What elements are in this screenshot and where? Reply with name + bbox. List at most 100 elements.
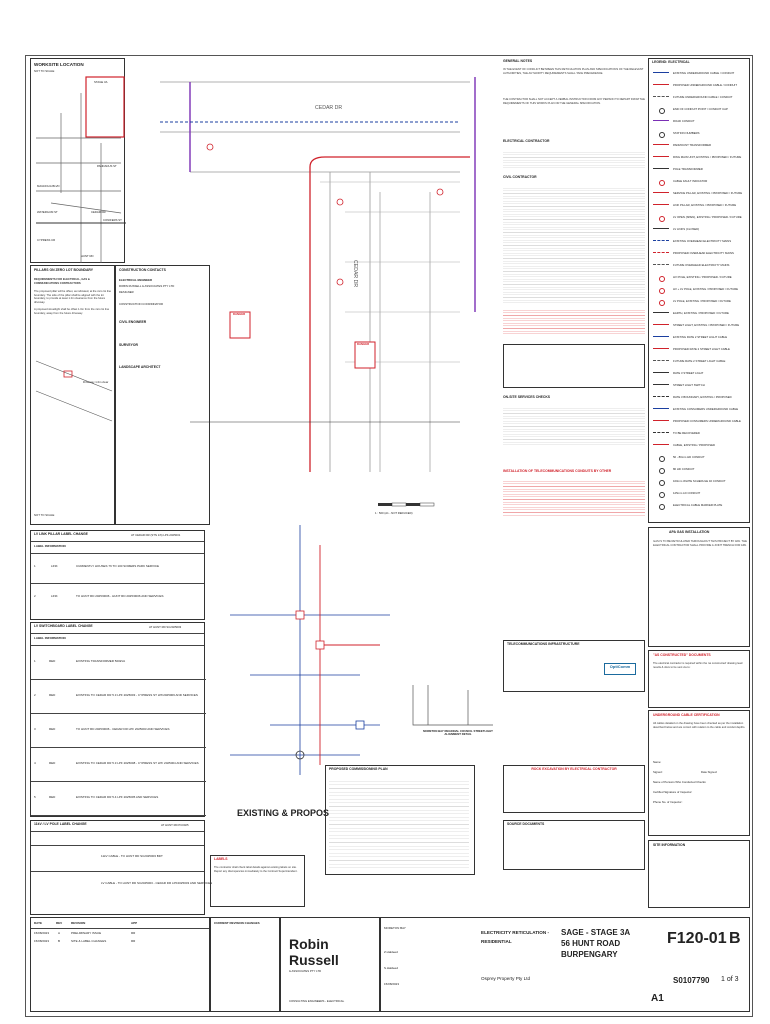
legend-item-label: CABLE FAULT INDICATOR bbox=[673, 179, 708, 183]
row-colour: RED bbox=[49, 761, 56, 765]
legend-item-label: EXISTING RATE 2 STREET LIGHT CABLE bbox=[673, 335, 728, 339]
legend-symbol-icon bbox=[653, 252, 669, 256]
legend-item: SERVICE PILLAR, EXISTING / PROPOSED / FU… bbox=[649, 189, 770, 199]
legend-item: LV LINKS (CLOSED) bbox=[649, 225, 770, 235]
tb-location-b: 56 HUNT ROAD bbox=[561, 939, 621, 948]
labels-note-body: The contractor shall check label details… bbox=[214, 866, 298, 873]
as-constructed-panel: "AS CONSTRUCTED" DOCUMENTS The electrica… bbox=[648, 650, 750, 708]
lv-link-row1-info: CURRENTLY HOUSES 76 TO 100 SOMERS PARK S… bbox=[76, 564, 160, 568]
site-plan bbox=[160, 77, 476, 472]
legend-item: HV + LV POLE, EXISTING / PROPOSED / FUTU… bbox=[649, 285, 770, 295]
firm-name-1: Robin bbox=[289, 936, 329, 952]
legend-item-label: FUTURE OVERHEAD ELECTRICITY MAINS bbox=[673, 263, 730, 267]
tb-location-c: BURPENGARY bbox=[561, 950, 618, 959]
legend-item: CABLE FAULT INDICATOR bbox=[649, 177, 770, 187]
tb-sheet-of: 1 of 3 bbox=[721, 976, 739, 983]
source-panel: SOURCE DOCUMENTS bbox=[503, 820, 645, 870]
firm-block: Robin Russell & ASSOCIATES PTY LTD CONSU… bbox=[280, 917, 380, 1012]
commissioning-title: PROPOSED COMMISSIONING PLAN bbox=[329, 767, 388, 771]
apa-panel: APA GAS INSTALLATION GAS IS TO BE RETICU… bbox=[648, 527, 750, 647]
pillars-body: The proposed pillar will be offset, as i… bbox=[34, 290, 112, 304]
rev-col-revision: REVISION bbox=[71, 921, 86, 925]
lv-link-col-info: LABEL INFORMATION bbox=[34, 544, 66, 548]
tb-revision: B bbox=[729, 930, 741, 947]
legend-item: PROPOSED RATE 2 STREET LIGHT CABLE bbox=[649, 345, 770, 355]
legend-item-label: RATE 3 BOUNDARY, EXISTING / PROPOSED bbox=[673, 395, 732, 399]
telecom-infra-title: TELECOMMUNICATIONS INFRASTRUCTURE bbox=[507, 642, 580, 646]
section-telecom-install: INSTALLATION OF TELECOMMUNICATIONS CONDU… bbox=[503, 469, 612, 473]
contacts-surveyor: SURVEYOR bbox=[119, 343, 138, 347]
legend-symbol-icon bbox=[659, 468, 665, 474]
lv-pole-panel: 11kV / LV POLE LABEL CHANGE AT HUNT RD P… bbox=[30, 820, 212, 915]
telecom-infra-panel: TELECOMMUNICATIONS INFRASTRUCTURE OptiCo… bbox=[503, 640, 645, 692]
legend-item-label: HV + LV POLE, EXISTING / PROPOSED / FUTU… bbox=[673, 287, 738, 291]
section-civil: CIVIL CONTRACTOR bbox=[503, 175, 537, 179]
pillars-title: PILLARS ON ZERO LOT BOUNDARY bbox=[34, 268, 94, 272]
pillar-detail-sketch bbox=[35, 360, 113, 422]
legend-item: POLE TRANSFORMER bbox=[649, 165, 770, 175]
worksite-street-cypress: CYPRESS CR bbox=[37, 238, 56, 242]
tb-council: MORETON BAY bbox=[384, 926, 406, 930]
row-info: EXISTING TO CEDAR DR 5.3 LPF 2025003 - C… bbox=[76, 693, 198, 697]
civil-red-text bbox=[503, 308, 645, 334]
as-constructed-title: "AS CONSTRUCTED" DOCUMENTS bbox=[653, 653, 711, 657]
legend-symbol-icon bbox=[653, 384, 669, 388]
legend-symbol-icon bbox=[659, 456, 665, 462]
tb-job: S0107790 bbox=[673, 976, 710, 985]
pillars-req-title: REQUIREMENTS FOR ELECTRICAL, GAS & COMMU… bbox=[34, 278, 90, 285]
tb-designed: Z.Haldeed bbox=[384, 950, 398, 954]
danger-label-1: DANGER bbox=[233, 312, 246, 316]
legend-symbol-icon bbox=[653, 336, 669, 340]
opticomm-logo: OptiComm bbox=[604, 663, 636, 675]
legend-item-label: 50 - 80mm HD CONDUIT bbox=[673, 455, 705, 459]
legend-item-label: STATION NUMBERS bbox=[673, 131, 700, 135]
lv-link-row2-info: TO HUNT RD 2025/0006 - HUNT RD 2025/0006… bbox=[76, 594, 164, 598]
rev-col-rev: REV bbox=[56, 921, 63, 925]
sheet-border bbox=[25, 55, 753, 1017]
lv-link-panel: LV LINK PILLAR LABEL CHANGE AT CEDAR DR … bbox=[30, 530, 205, 620]
worksite-location-panel: WORKSITE LOCATION NOT TO SCALE STAGE 3A … bbox=[30, 58, 126, 263]
commissioning-panel: PROPOSED COMMISSIONING PLAN bbox=[325, 765, 475, 875]
electrical-text-block bbox=[503, 150, 645, 170]
row-info: EXISTING TO CEDAR DR 5.3 LPF 2025008 - C… bbox=[76, 761, 199, 765]
legend-item: EXISTING RATE 2 STREET LIGHT CABLE bbox=[649, 333, 770, 343]
lv-switch-panel: LV SWITCHBOARD LABEL CHANGE AT HUNT RD S… bbox=[30, 622, 206, 817]
legend-item: 100mm WHITE SCHEDULE 40 CONDUIT bbox=[649, 477, 770, 487]
certification-title: UNDERGROUND CABLE CERTIFICATION bbox=[653, 713, 720, 717]
site-info-panel: SITE INFORMATION bbox=[648, 840, 750, 908]
rev-row1-date: 15/08/2023 bbox=[34, 931, 50, 935]
row-colour: RED bbox=[49, 727, 56, 731]
legend-item-label: FUTURE RATE 2 STREET LIGHT CABLE bbox=[673, 359, 726, 363]
tb-sheet: A1 bbox=[651, 993, 664, 1004]
legend-item-label: SERVICE PILLAR, EXISTING / PROPOSED / FU… bbox=[673, 191, 743, 195]
contacts-landscape: LANDSCAPE ARCHITECT bbox=[119, 365, 161, 369]
cert-field-inspector: Certified Signature of Inspector: bbox=[653, 790, 693, 794]
rev-row2-rev: B bbox=[58, 939, 61, 943]
lv-link-row1-colour: LINK bbox=[51, 564, 58, 568]
legend-item-label: EXISTING CONSUMERS UNDERGROUND CABLE bbox=[673, 407, 739, 411]
lv-link-row1-id: 1 bbox=[34, 564, 36, 568]
legend-item-label: PROPOSED CONSUMERS UNDERGROUND CABLE bbox=[673, 419, 741, 423]
legend-item-label: LV OPEN (SPEN), EXISTING / PROPOSED / FU… bbox=[673, 215, 742, 219]
pillars-driveway: Driveway 1.0m clear bbox=[83, 380, 109, 384]
legend-item: EXISTING UNDERGROUND CABLE / CONDUIT bbox=[649, 69, 770, 79]
legend-item-label: EXISTING OVERHEAD ELECTRICITY MAINS bbox=[673, 239, 732, 243]
section-electrical: ELECTRICAL CONTRACTOR bbox=[503, 139, 550, 143]
legend-item: HV POLE, EXISTING / PROPOSED / FUTURE bbox=[649, 273, 770, 283]
legend-symbol-icon bbox=[659, 216, 665, 222]
legend-item-label: 100mm WHITE SCHEDULE 40 CONDUIT bbox=[673, 479, 726, 483]
lv-link-at: AT CEDAR DR (STN 1/6) LPF-2025001 bbox=[131, 533, 181, 537]
legend-item-label: RING MAIN UNIT, EXISTING / PROPOSED / FU… bbox=[673, 155, 742, 159]
legend-item: LV POLE, EXISTING / PROPOSED / FUTURE bbox=[649, 297, 770, 307]
schematic-title: EXISTING & PROPOSED LV SCHEMATIC bbox=[237, 808, 411, 818]
legend-item: STREET LIGHT, EXISTING / PROPOSED / FUTU… bbox=[649, 321, 770, 331]
row-id: 3 bbox=[34, 727, 36, 731]
contacts-coordinator: CONSTRUCTION COORDINATOR bbox=[119, 302, 164, 306]
legend-item: RATE 3 STREET LIGHT bbox=[649, 369, 770, 379]
pillars-panel: PILLARS ON ZERO LOT BOUNDARY REQUIREMENT… bbox=[30, 265, 115, 525]
scale-label: 1 : 500 (A1 - NOT REDUCED) bbox=[375, 511, 413, 515]
source-title: SOURCE DOCUMENTS bbox=[507, 822, 545, 826]
danger-label-2: DANGER bbox=[357, 342, 370, 346]
row-id: 4 bbox=[34, 761, 36, 765]
general-notes-p1: IN THE EVENT OF CONFLICT BETWEEN THIS RE… bbox=[503, 68, 644, 75]
